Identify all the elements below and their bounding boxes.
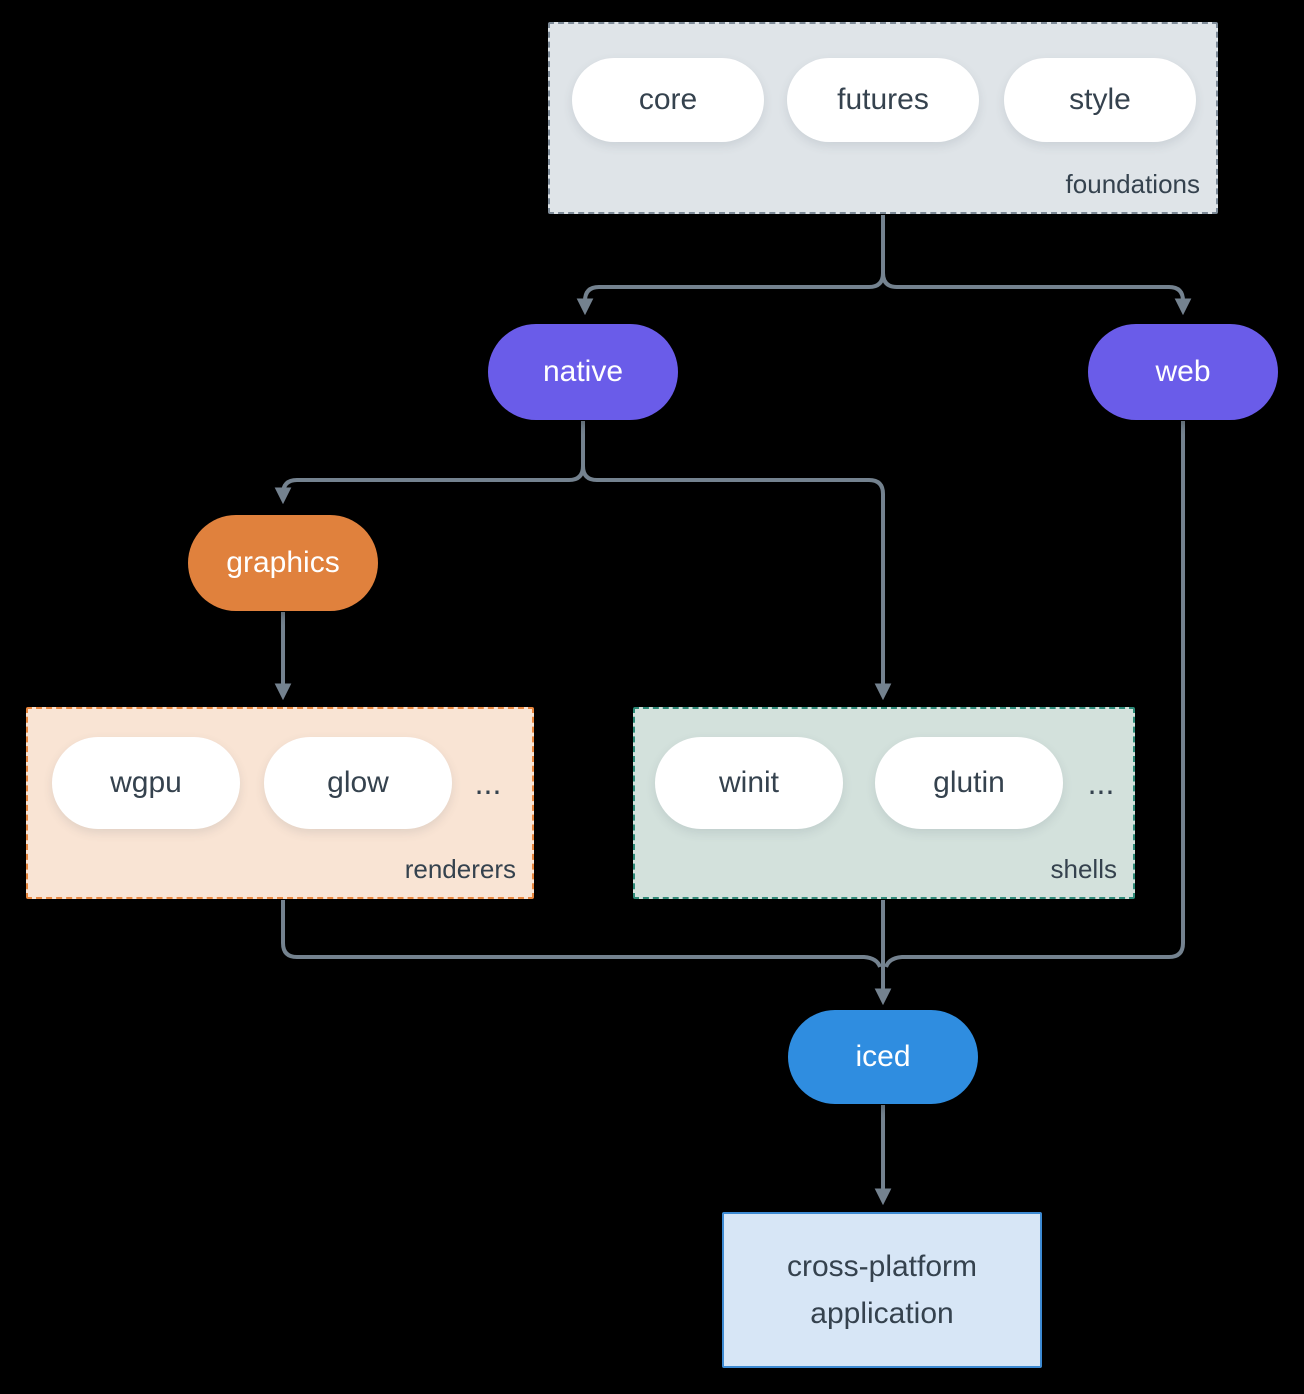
connector-native-shells — [581, 421, 892, 701]
pill-glutin: glutin — [875, 737, 1063, 829]
connector-foundations-native — [576, 215, 885, 316]
pill-winit: winit — [655, 737, 843, 829]
node-web: web — [1088, 324, 1278, 420]
pill-futures: futures — [787, 58, 979, 142]
application-box: cross-platform application — [722, 1212, 1042, 1368]
connector-foundations-web — [881, 215, 1192, 316]
node-iced: iced — [788, 1010, 978, 1104]
foundations-label: foundations — [1065, 169, 1200, 199]
shells-group: winit glutin ... shells — [633, 707, 1135, 899]
node-graphics: graphics — [188, 515, 378, 611]
foundations-group: core futures style foundations — [548, 22, 1218, 214]
connector-renderers-merge — [281, 900, 882, 968]
renderers-group: wgpu glow ... renderers — [26, 707, 534, 899]
renderers-ellipsis: ... — [474, 764, 502, 801]
pill-wgpu: wgpu — [52, 737, 240, 829]
shells-label: shells — [1050, 854, 1117, 884]
pill-style: style — [1004, 58, 1196, 142]
pill-core: core — [572, 58, 764, 142]
renderers-label: renderers — [404, 854, 516, 884]
pill-glow: glow — [264, 737, 452, 829]
connector-native-graphics — [274, 421, 585, 505]
application-label: cross-platform application — [786, 1250, 978, 1330]
shells-ellipsis: ... — [1087, 764, 1115, 801]
node-native: native — [488, 324, 678, 420]
